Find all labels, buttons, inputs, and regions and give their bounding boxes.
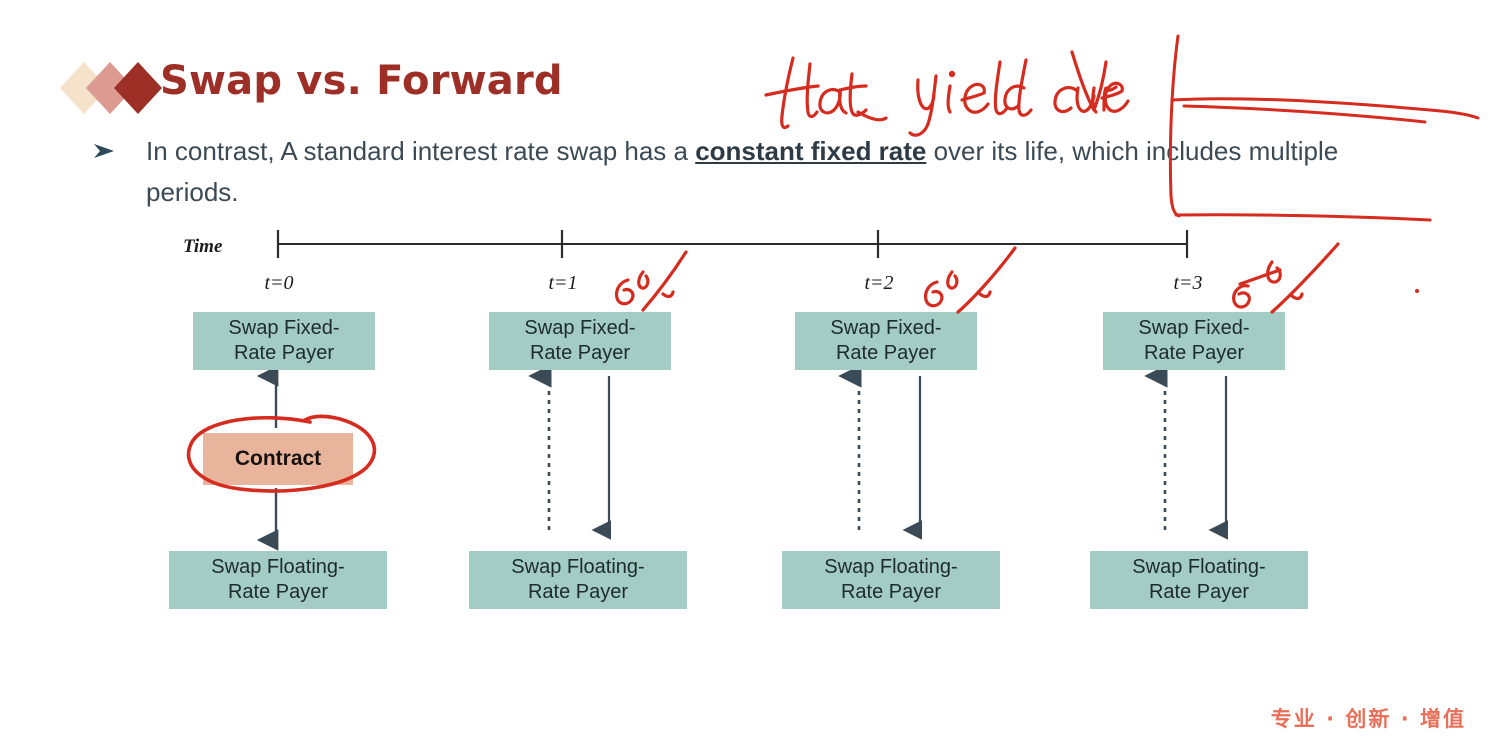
box-floating-payer-t3[interactable]: Swap Floating-Rate Payer <box>1090 551 1308 609</box>
box-fixed-payer-t2[interactable]: Swap Fixed-Rate Payer <box>795 312 977 370</box>
time-axis-label: Time <box>183 236 223 257</box>
box-contract[interactable]: Contract <box>203 433 353 485</box>
bullet-emphasis: constant fixed rate <box>695 136 927 166</box>
diamond-decoration-icon <box>60 62 162 114</box>
tick-label-t1: t=1 <box>548 272 578 294</box>
ink-rate-mark-t1 <box>614 250 688 312</box>
box-fixed-payer-t0[interactable]: Swap Fixed-Rate Payer <box>193 312 375 370</box>
bullet-text-after: over its life, which includes multiple p… <box>146 136 1339 207</box>
ink-flat-yield-curve <box>764 50 1130 137</box>
ink-rate-mark-t3 <box>1232 242 1340 314</box>
box-floating-payer-t0[interactable]: Swap Floating-Rate Payer <box>169 551 387 609</box>
box-floating-payer-t1[interactable]: Swap Floating-Rate Payer <box>469 551 687 609</box>
tick-label-t3: t=3 <box>1173 272 1203 294</box>
column-3-arrows <box>1144 364 1229 540</box>
time-axis <box>276 230 1189 258</box>
bullet-text-before: In contrast, A standard interest rate sw… <box>146 136 696 166</box>
box-fixed-payer-t3[interactable]: Swap Fixed-Rate Payer <box>1103 312 1285 370</box>
column-2-arrows <box>838 364 923 540</box>
box-fixed-payer-t1[interactable]: Swap Fixed-Rate Payer <box>489 312 671 370</box>
footer-slogan: 专业 · 创新 · 增值 <box>1270 707 1466 731</box>
page-title: Swap vs. Forward <box>160 58 563 104</box>
tick-label-t2: t=2 <box>864 272 894 294</box>
arrow-bullet-icon <box>94 144 114 158</box>
column-1-arrows <box>528 364 612 540</box>
tick-label-t0: t=0 <box>264 272 294 294</box>
bullet-paragraph: In contrast, A standard interest rate sw… <box>146 131 1406 213</box>
ink-dot <box>1415 289 1419 293</box>
box-floating-payer-t2[interactable]: Swap Floating-Rate Payer <box>782 551 1000 609</box>
